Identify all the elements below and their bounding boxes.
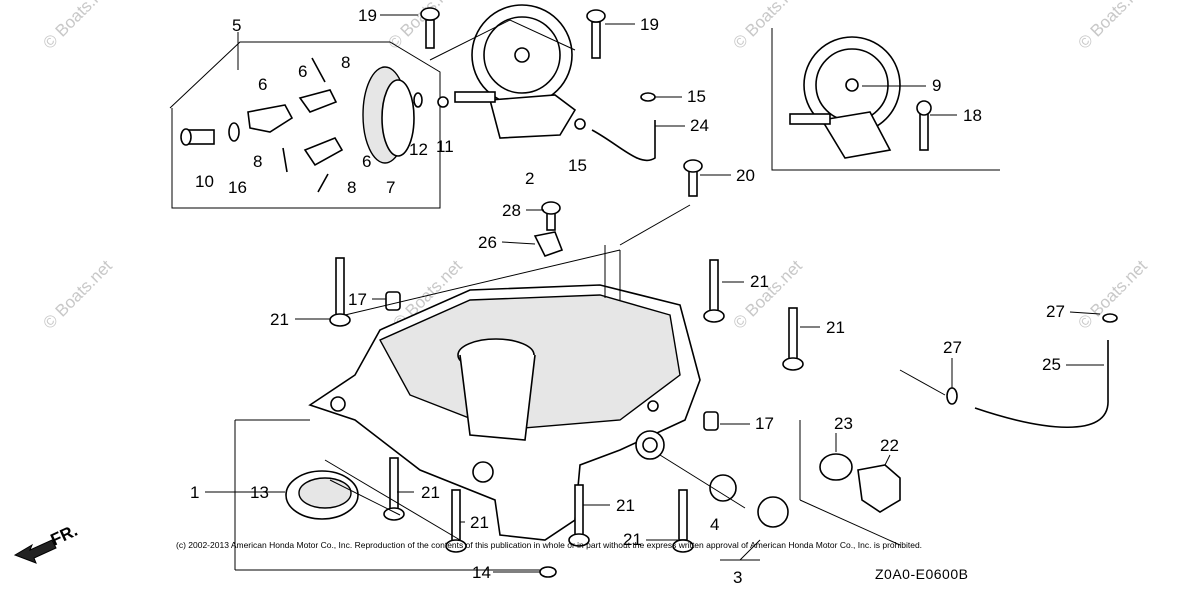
callout-label: 13 [250,483,269,502]
callout-label: 27 [1046,302,1065,321]
callout-label: 21 [826,318,845,337]
callout-label: 4 [710,515,719,534]
callout-label: 24 [690,116,709,135]
washer [709,474,737,502]
drain-bolt [757,496,789,528]
callout-label: 21 [616,496,635,515]
watermark: © Boats.net [39,256,116,333]
callout-label: 8 [341,53,350,72]
clip [1102,313,1118,323]
callout-label: 27 [943,338,962,357]
callout-label: 26 [478,233,497,252]
watermark: © Boats.net [729,0,806,53]
callout-label: 20 [736,166,755,185]
callout-label: 14 [472,563,491,582]
dowel-pin [385,291,401,311]
oil-seal-inner [298,477,352,509]
callout-label: 19 [640,15,659,34]
tube-clip [533,231,564,257]
callout-label: 7 [386,178,395,197]
callout-label: 21 [750,272,769,291]
watermark: © Boats.net [384,0,461,53]
washer-23 [819,453,853,481]
callout-label: 5 [232,16,241,35]
callout-label: 15 [687,87,706,106]
breather-tube [974,340,1109,429]
callout-label: 25 [1042,355,1061,374]
callout-label: 8 [347,178,356,197]
callout-label: 12 [409,140,428,159]
callout-label: 22 [880,436,899,455]
oil-pan [308,284,701,541]
callout-label: 1 [190,483,199,502]
callout-label: 16 [228,178,247,197]
callout-label: 28 [502,201,521,220]
gear-inset [771,28,1000,171]
callout-label: 6 [362,152,371,171]
callout-label: 8 [253,152,262,171]
callout-label: 3 [733,568,742,587]
clip-14 [539,566,557,578]
callout-label: 21 [421,483,440,502]
clip-27b [946,387,958,405]
callout-label: 23 [834,414,853,433]
oil-pump-gear [429,4,577,139]
callout-label: 2 [525,169,534,188]
callout-label: 15 [568,156,587,175]
callout-label: 21 [270,310,289,329]
leader-lines [205,204,946,571]
governor-assembly [169,32,449,209]
watermark: © Boats.net [1074,0,1151,53]
oil-tube [574,92,656,162]
watermark: © Boats.net [39,0,116,53]
diagram-code: Z0A0-E0600B [875,566,968,582]
bolts [329,7,804,553]
dowel-pin [703,411,719,431]
callout-label: 19 [358,6,377,25]
callout-label: 6 [298,62,307,81]
callouts: 1 2 3 4 5 6 6 6 7 8 8 8 9 10 11 12 13 14… [190,6,1065,587]
callout-label: 6 [258,75,267,94]
callout-label: 17 [348,290,367,309]
callout-label: 21 [623,530,642,549]
front-arrow-icon: FR. [13,521,81,564]
callout-connectors [295,14,1104,573]
drain-plug [857,464,901,513]
callout-label: 21 [470,513,489,532]
callout-label: 10 [195,172,214,191]
copyright-notice: (c) 2002-2013 American Honda Motor Co., … [176,540,922,550]
callout-label: 11 [436,137,454,156]
callout-label: 18 [963,106,982,125]
callout-label: 17 [755,414,774,433]
callout-label: 9 [932,76,941,95]
